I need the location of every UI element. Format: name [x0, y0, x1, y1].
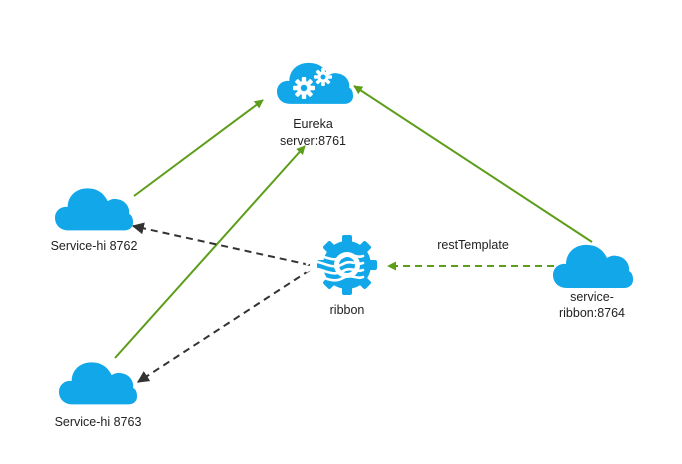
- eureka-label-line2: server:8761: [280, 134, 346, 148]
- cloud-icon: [55, 188, 133, 231]
- rest-template-label: restTemplate: [437, 238, 509, 252]
- service-ribbon-label-line1: service-: [570, 290, 614, 304]
- eureka-label-line1: Eureka: [293, 117, 333, 131]
- cloud-icon: [59, 362, 137, 405]
- ribbon-label: ribbon: [330, 303, 365, 317]
- wave-lines: [305, 253, 365, 282]
- ribbon-node: ribbon: [305, 235, 377, 317]
- service-ribbon-node: service- ribbon:8764: [553, 244, 633, 320]
- cloud-gears-icon: [277, 62, 353, 104]
- service-ribbon-label-line2: ribbon:8764: [559, 306, 625, 320]
- service-hi-8762-label: Service-hi 8762: [51, 239, 138, 253]
- service-hi-8762-node: Service-hi 8762: [51, 188, 138, 253]
- edges: [114, 85, 593, 383]
- arrow-ribbon-to-service-hi-8762: [131, 222, 311, 266]
- ribbon-gear-icon: [305, 235, 377, 295]
- arrow-service-ribbon-to-eureka: [353, 85, 593, 243]
- eureka-node: Eureka server:8761: [277, 62, 353, 148]
- gear-small-icon: [314, 68, 332, 86]
- service-hi-8763-node: Service-hi 8763: [55, 362, 142, 429]
- arrow-ribbon-to-service-hi-8763: [136, 269, 311, 383]
- cloud-icon: [553, 244, 633, 288]
- service-hi-8763-label: Service-hi 8763: [55, 415, 142, 429]
- arrow-service-hi-8762-to-eureka: [133, 99, 264, 197]
- arrow-service-hi-8763-to-eureka: [114, 145, 306, 359]
- gear-large-icon: [293, 77, 315, 99]
